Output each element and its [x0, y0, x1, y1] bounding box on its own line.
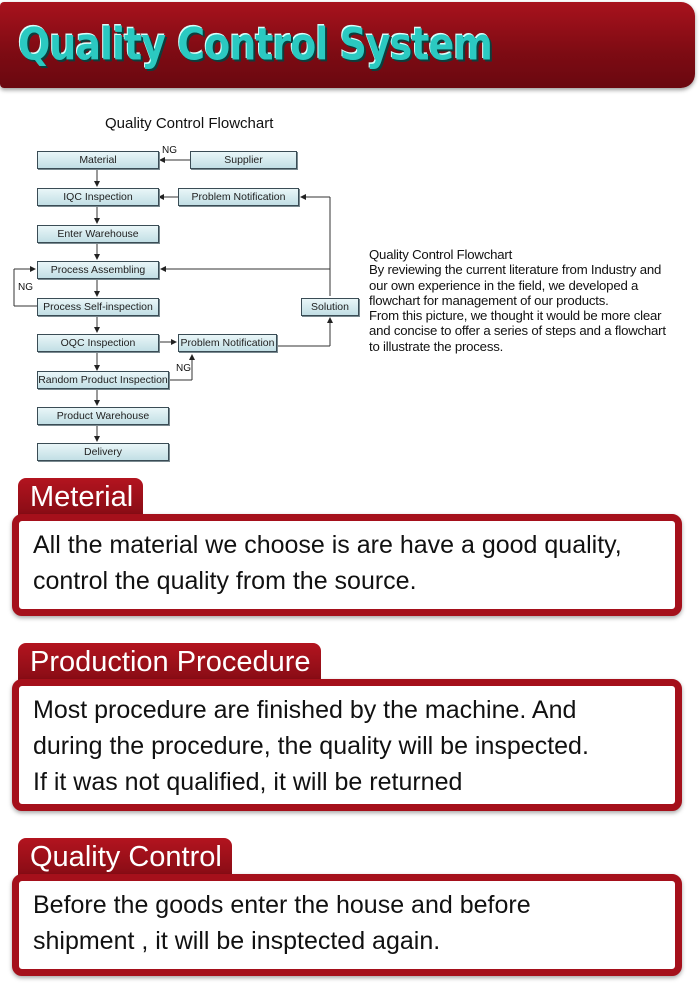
section-panel-production: Most procedure are finished by the machi… [12, 679, 682, 811]
page-title: Quality Control System [18, 18, 493, 70]
flow-box-self-inspection: Process Self-inspection [37, 298, 159, 316]
description-line: flowchart for management of our products… [369, 292, 609, 308]
description-line: and concise to offer a series of steps a… [369, 323, 666, 339]
description-line: our own experience in the field, we deve… [369, 277, 639, 293]
section-tab-production: Production Procedure [18, 643, 321, 681]
flow-box-enter-warehouse: Enter Warehouse [37, 225, 159, 243]
flow-box-problem-notification-1: Problem Notification [178, 188, 299, 206]
section-tab-quality-control: Quality Control [18, 838, 232, 876]
flowchart-title: Quality Control Flowchart [105, 115, 274, 132]
section-text-line: If it was not qualified, it will be retu… [33, 768, 463, 796]
section-text-line: during the procedure, the quality will b… [33, 732, 589, 760]
ng-label-self-inspection: NG [18, 282, 33, 293]
section-panel-material: All the material we choose is are have a… [12, 514, 682, 616]
flow-box-material: Material [37, 151, 159, 169]
section-panel-quality-control: Before the goods enter the house and bef… [12, 874, 682, 976]
flow-box-supplier: Supplier [190, 151, 297, 169]
flowchart-description: Quality Control Flowchart By reviewing t… [369, 247, 695, 354]
flow-box-solution: Solution [301, 298, 359, 316]
section-text-line: All the material we choose is are have a… [33, 531, 622, 559]
description-line: to illustrate the process. [369, 338, 504, 354]
description-line: From this picture, we thought it would b… [369, 308, 662, 324]
description-line: By reviewing the current literature from… [369, 262, 662, 278]
flow-box-oqc-inspection: OQC Inspection [37, 334, 159, 352]
flow-box-process-assembling: Process Assembling [37, 261, 159, 279]
flow-box-problem-notification-2: Problem Notification [178, 334, 277, 352]
flow-box-delivery: Delivery [37, 443, 169, 461]
flow-box-product-warehouse: Product Warehouse [37, 407, 169, 425]
section-text-line: Before the goods enter the house and bef… [33, 891, 531, 919]
flow-box-iqc-inspection: IQC Inspection [37, 188, 159, 206]
flow-box-random-inspection: Random Product Inspection [37, 371, 169, 389]
ng-label-random: NG [176, 363, 191, 374]
section-tab-material: Meterial [18, 478, 144, 516]
title-banner: Quality Control System [0, 2, 695, 88]
ng-label-supplier: NG [162, 145, 177, 156]
description-heading: Quality Control Flowchart [369, 247, 513, 262]
section-text-line: Most procedure are finished by the machi… [33, 696, 577, 724]
section-text-line: control the quality from the source. [33, 567, 417, 595]
section-text-line: shipment , it will be insptected again. [33, 927, 441, 955]
